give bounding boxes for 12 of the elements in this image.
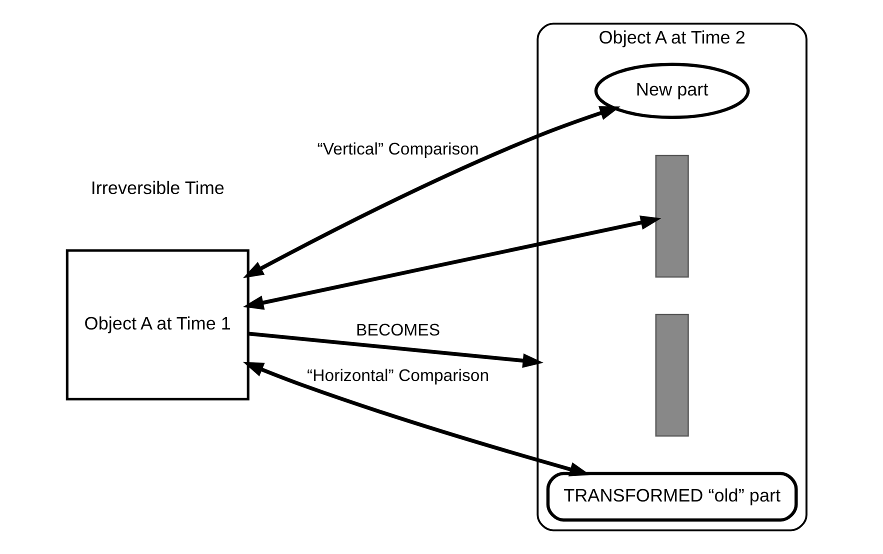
arrow	[248, 332, 543, 368]
edge-label: “Vertical” Comparison	[316, 140, 478, 159]
arrow	[242, 362, 590, 476]
edge-label: “Horizontal” Comparison	[306, 366, 489, 385]
arrow	[242, 215, 661, 310]
arrow	[242, 106, 620, 278]
node-bar	[654, 154, 688, 278]
label: Irreversible Time	[90, 178, 224, 198]
edge-label: BECOMES	[356, 320, 440, 340]
node-box: TRANSFORMED “old” part	[546, 472, 798, 522]
node-box: Object A at Time 1	[65, 249, 249, 400]
node-bar	[654, 314, 688, 437]
